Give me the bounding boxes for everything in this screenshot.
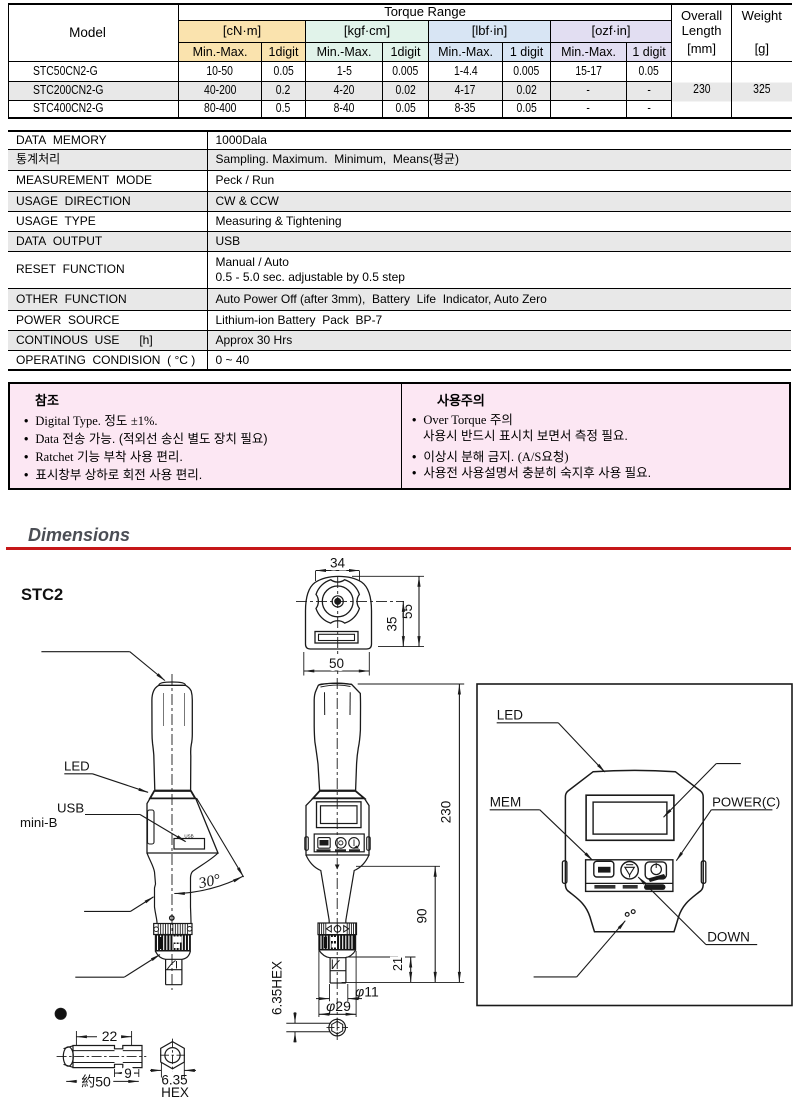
svg-text:STC2: STC2	[21, 586, 63, 604]
svg-text:30°: 30°	[196, 871, 222, 892]
svg-text:35: 35	[385, 616, 400, 631]
svg-text:φ11: φ11	[355, 983, 379, 999]
svg-text:LED: LED	[497, 708, 524, 723]
svg-text:22: 22	[102, 1028, 118, 1044]
svg-text:LED: LED	[64, 759, 90, 774]
svg-text:21: 21	[391, 957, 405, 971]
svg-text:230: 230	[439, 801, 454, 824]
svg-text:USB: USB	[184, 834, 193, 839]
svg-text:約50: 約50	[81, 1074, 111, 1090]
svg-text:mini-B: mini-B	[20, 815, 58, 830]
svg-text:DOWN: DOWN	[707, 930, 750, 945]
svg-text:34: 34	[330, 556, 346, 571]
svg-text:MEM: MEM	[490, 795, 522, 810]
svg-text:9: 9	[124, 1066, 132, 1081]
svg-text:6.35: 6.35	[161, 1073, 187, 1088]
svg-text:POWER(C): POWER(C)	[712, 795, 780, 810]
svg-text:USB: USB	[57, 801, 84, 816]
svg-text:50: 50	[329, 656, 344, 671]
svg-text:6.35HEX: 6.35HEX	[270, 961, 285, 1015]
svg-text:90: 90	[415, 908, 430, 923]
svg-text:HEX: HEX	[161, 1085, 189, 1100]
svg-text:φ29: φ29	[326, 998, 351, 1014]
